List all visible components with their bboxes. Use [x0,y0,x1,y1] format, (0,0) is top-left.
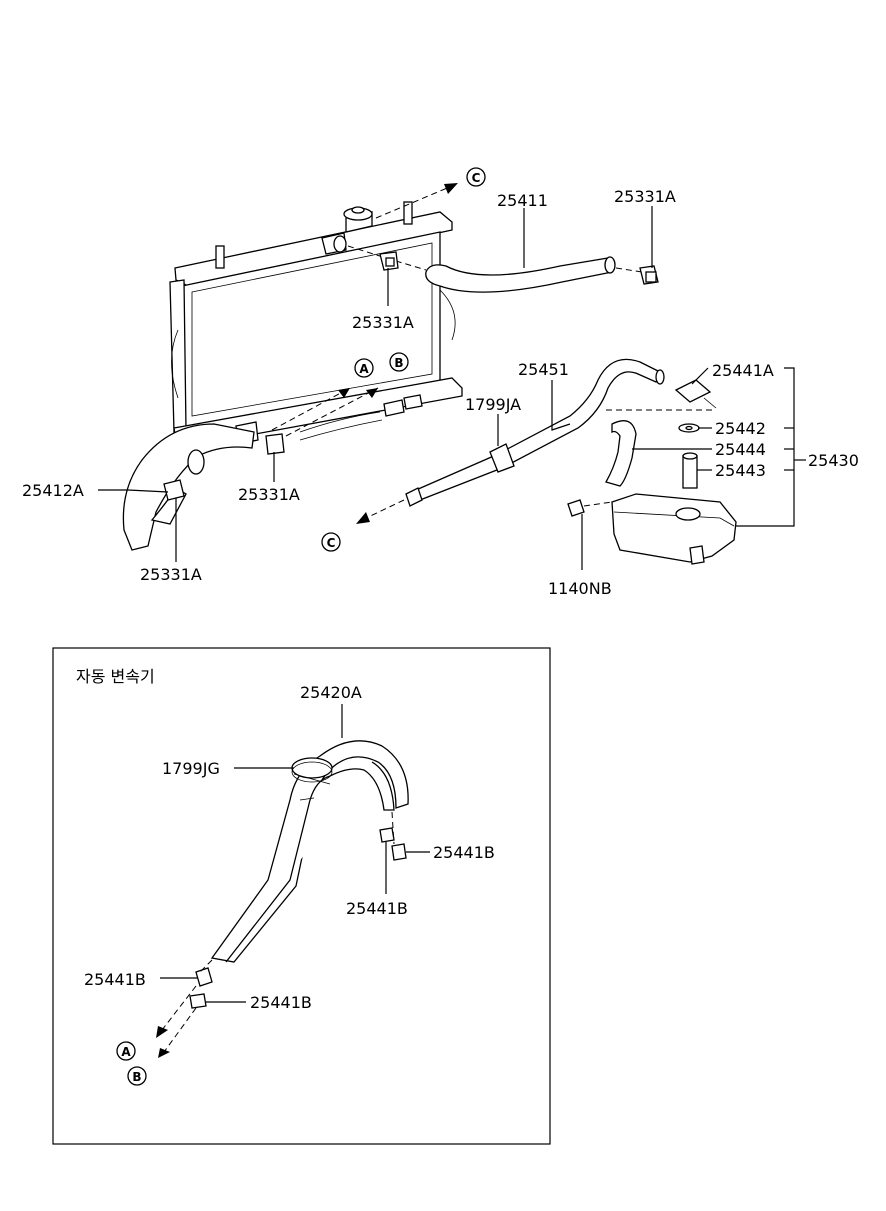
reservoir-parts [567,379,737,565]
label-25443: 25443 [715,461,766,480]
marker-c-top: C [472,171,481,185]
oil-cooler-arrows: A B [271,352,409,437]
radiator [169,201,463,447]
label-25441b-left: 25441B [84,970,146,989]
hose-clamp-right [639,265,659,285]
leader-lines [98,206,806,570]
inset-title: 자동 변속기 [76,667,155,686]
overflow-hose [356,358,665,524]
label-25444: 25444 [715,440,766,459]
label-25412a: 25412A [22,481,84,500]
lower-radiator-hose [122,423,255,551]
hose-clamp-lower-mid [265,433,285,455]
marker-a-upper: A [359,362,369,376]
marker-b-inset: B [132,1070,141,1084]
label-25331a-upper: 25331A [352,313,414,332]
marker-c-bottom: C [327,536,336,550]
label-1140nb: 1140NB [548,579,612,598]
label-25331a-right: 25331A [614,187,676,206]
vent-arrow-c-top: C [375,167,486,219]
automatic-transmission-inset: 자동 변속기 A B 25420A 1799JG 25441B [52,647,551,1145]
label-25441a: 25441A [712,361,774,380]
inset-frame [52,647,551,1145]
label-25331a-lower: 25331A [238,485,300,504]
marker-a-inset: A [121,1045,131,1059]
marker-b-upper: B [394,356,403,370]
label-25420a: 25420A [300,683,362,702]
label-25441b-bottom: 25441B [250,993,312,1012]
label-25430: 25430 [808,451,859,470]
upper-radiator-hose [347,245,643,293]
label-25451: 25451 [518,360,569,379]
hose-clamp-lower-left [163,479,185,501]
label-25331a-left: 25331A [140,565,202,584]
vent-arrow-c-bottom: C [321,532,341,552]
label-25441b-mid: 25441B [346,899,408,918]
label-25442: 25442 [715,419,766,438]
label-25411: 25411 [497,191,548,210]
label-25441b-right: 25441B [433,843,495,862]
label-1799ja: 1799JA [465,395,521,414]
label-1799jg: 1799JG [162,759,220,778]
hose-clamp-upper [379,251,399,271]
